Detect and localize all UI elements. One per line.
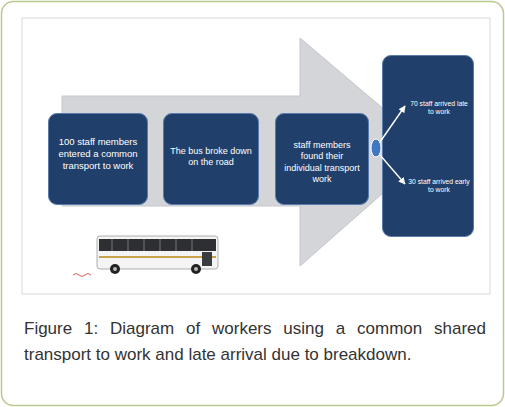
bus-illustration	[97, 236, 218, 274]
box-label: 100 staff members entered a common trans…	[55, 136, 141, 172]
outcome-box: 70 staff arrived late to work 30 staff ar…	[382, 55, 474, 237]
process-box: The bus broke down on the road	[163, 113, 259, 205]
underline-squiggle	[73, 274, 91, 277]
box-label: The bus broke down on the road	[170, 146, 252, 169]
split-arrow	[380, 155, 405, 184]
process-box: staff members found their individual tra…	[275, 113, 369, 205]
figure-frame	[22, 18, 490, 294]
split-arrow	[380, 106, 405, 142]
outcome-label: 70 staff arrived late to work	[407, 100, 471, 117]
split-point	[371, 139, 381, 157]
box-label: staff members found their individual tra…	[282, 140, 362, 185]
figure-caption: Figure 1: Diagram of workers using a com…	[24, 316, 486, 367]
process-box: 100 staff members entered a common trans…	[48, 113, 148, 205]
outcome-label: 30 staff arrived early to work	[407, 178, 471, 195]
